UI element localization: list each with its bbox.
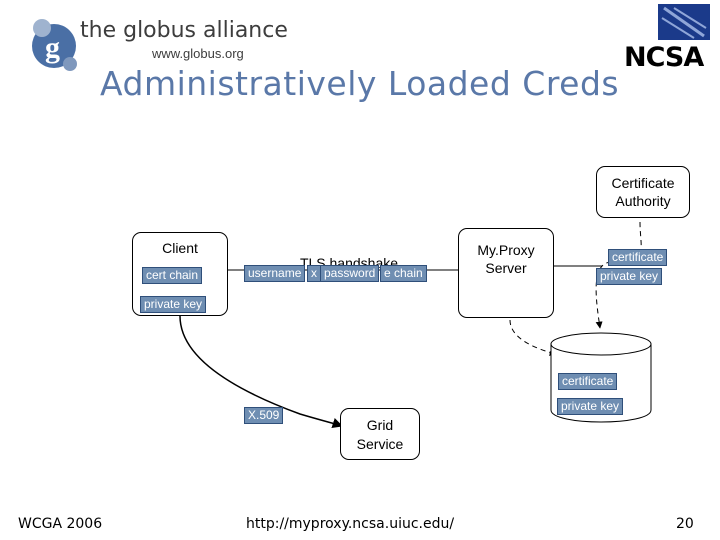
myproxy-label-line2: Server (485, 260, 527, 276)
globus-logo: g the globus alliance www.globus.org (22, 14, 288, 74)
client-grid-arrow (179, 315, 343, 428)
grid-label-line2: Service (356, 436, 404, 452)
slide-title: Administratively Loaded Creds (100, 64, 620, 103)
ncsa-logo: NCSA (622, 2, 720, 73)
certificate-authority-box: Certificate Authority (596, 166, 690, 218)
grid-service-box: Grid Service (340, 408, 420, 460)
footer-event: WCGA 2006 (18, 516, 103, 532)
ca-label-line2: Authority (615, 193, 671, 209)
globus-name: the globus alliance (80, 18, 288, 43)
ca-repo-dashed-arrow (595, 221, 642, 329)
globus-g-icon: g (32, 19, 77, 71)
client-private-key-tag: private key (140, 296, 207, 313)
repo-private-key-tag: private key (557, 398, 624, 415)
repo-certificate-tag: certificate (558, 373, 618, 390)
ncsa-star-icon (658, 4, 710, 40)
ca-label-line1: Certificate (611, 175, 675, 191)
grid-label-line1: Grid (366, 417, 394, 433)
ca-certificate-tag: certificate (608, 249, 668, 266)
ncsa-logo-text: NCSA (624, 42, 704, 73)
footer-url-link[interactable]: http://myproxy.ncsa.uiuc.edu/ (246, 516, 455, 532)
tls-chain-tag: e chain (380, 265, 427, 282)
x509-tag: X.509 (244, 407, 284, 424)
tls-password-tag: password (320, 265, 380, 282)
tls-x-tag: x (307, 265, 321, 282)
myproxy-label-line1: My.Proxy (477, 242, 535, 258)
ca-private-key-tag: private key (596, 268, 663, 285)
client-cert-chain-tag: cert chain (142, 267, 203, 284)
footer-page-number: 20 (676, 516, 694, 532)
tls-username-tag: username (244, 265, 306, 282)
myproxy-server-box: My.Proxy Server (458, 228, 554, 318)
globus-url: www.globus.org (152, 46, 244, 61)
svg-text:g: g (45, 31, 60, 64)
client-label: Client (162, 240, 198, 256)
